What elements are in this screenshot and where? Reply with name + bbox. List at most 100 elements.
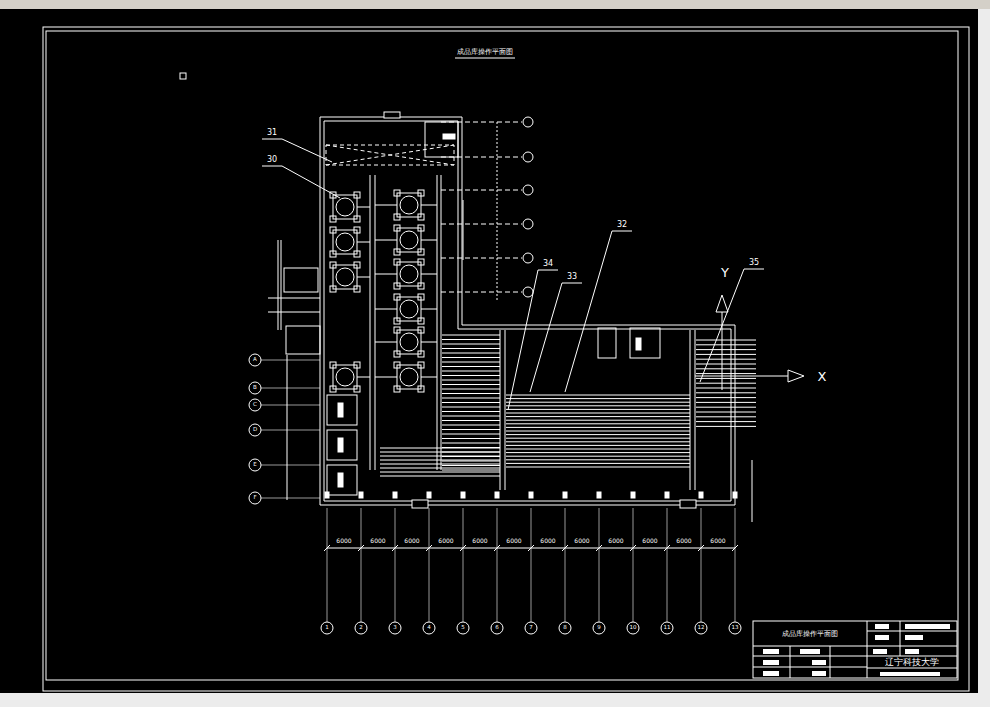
room	[338, 403, 343, 417]
axis-circle	[423, 622, 435, 634]
axis-number: 11	[664, 625, 671, 631]
dimension-text: 6000	[676, 538, 691, 544]
axis-letter: D	[253, 427, 257, 433]
roller-conveyor	[380, 464, 500, 465]
axis-arrow	[695, 376, 788, 377]
control-room	[425, 122, 458, 157]
dimension-line	[287, 355, 288, 500]
machine-body	[333, 265, 357, 289]
roller-conveyor	[696, 344, 756, 345]
axis-line	[701, 508, 702, 622]
column	[597, 492, 601, 498]
axis-line	[599, 508, 600, 622]
column	[325, 492, 329, 498]
door	[680, 500, 696, 508]
machine-link	[421, 309, 437, 310]
roller-conveyor	[442, 398, 500, 399]
roller-conveyor	[442, 425, 500, 426]
dimension-text: 6000	[370, 538, 385, 544]
machine-link	[421, 342, 437, 343]
machine-body	[397, 330, 421, 354]
room	[636, 338, 641, 350]
title-block-entry	[880, 672, 940, 676]
title-block-entry	[875, 624, 889, 629]
axis-circle	[523, 117, 533, 127]
machine-body	[330, 362, 336, 368]
machine-body	[330, 286, 336, 292]
machine-body	[354, 216, 360, 222]
room	[327, 430, 357, 460]
axis-number: 3	[393, 625, 397, 631]
machine-body	[336, 268, 354, 286]
roller-conveyor	[380, 468, 500, 469]
control-room	[443, 134, 455, 139]
room	[598, 328, 616, 358]
axis-number: 9	[597, 625, 601, 631]
annex-room	[284, 268, 318, 292]
machine-link	[357, 242, 370, 243]
callout-number: 34	[543, 260, 553, 268]
axis-number: 10	[630, 625, 637, 631]
title-block	[753, 646, 957, 647]
roller-conveyor	[696, 421, 756, 422]
column	[495, 492, 499, 498]
title-block	[753, 656, 957, 657]
roller-conveyor	[506, 405, 690, 406]
axis-line	[327, 508, 328, 622]
machine-body	[333, 365, 357, 389]
leader-line	[282, 139, 332, 162]
roller-conveyor	[506, 413, 690, 414]
roller-conveyor	[696, 412, 756, 413]
title-block	[900, 621, 901, 656]
annex-room	[286, 326, 320, 354]
machine-link	[375, 377, 397, 378]
room	[630, 328, 660, 358]
machine-body	[418, 283, 424, 289]
title-block	[830, 646, 831, 678]
machine-link	[375, 205, 397, 206]
axis-line	[497, 122, 498, 300]
drawing-ground	[0, 9, 978, 693]
axis-line	[531, 508, 532, 622]
title-underline	[455, 58, 515, 59]
dimension-text: 6000	[506, 538, 521, 544]
plan-line	[752, 460, 753, 522]
roller-conveyor	[442, 411, 500, 412]
machine-body	[330, 386, 336, 392]
school-name: 辽宁科技大学	[885, 658, 939, 667]
machine-body	[354, 362, 360, 368]
column	[393, 492, 397, 498]
machine-body	[330, 216, 336, 222]
roller-conveyor	[506, 463, 690, 464]
machine-body	[418, 294, 424, 300]
axis-number: 1	[325, 625, 329, 631]
axis-line	[261, 360, 320, 361]
machine-body	[394, 225, 400, 231]
dimension-text: 6000	[438, 538, 453, 544]
roller-conveyor	[506, 427, 690, 428]
axis-circle	[457, 622, 469, 634]
leader-line	[744, 269, 764, 270]
machine-body	[400, 265, 418, 283]
axis-letter: B	[253, 385, 257, 391]
roller-conveyor	[696, 349, 756, 350]
roller-conveyor	[696, 354, 756, 355]
roller-conveyor	[506, 452, 690, 453]
machine-body	[354, 251, 360, 257]
roller-conveyor	[696, 378, 756, 379]
axis-circle	[627, 622, 639, 634]
roller-conveyor	[696, 416, 756, 417]
machine-body	[394, 283, 400, 289]
machine-link	[421, 274, 437, 275]
roller-conveyor	[696, 383, 756, 384]
roller-conveyor	[696, 388, 756, 389]
axis-circle	[355, 622, 367, 634]
rail-line	[441, 175, 442, 470]
callout-number: 32	[617, 221, 627, 229]
machine-body	[354, 262, 360, 268]
axis-number: 13	[732, 625, 739, 631]
machine-body	[418, 214, 424, 220]
column-line	[695, 330, 696, 490]
